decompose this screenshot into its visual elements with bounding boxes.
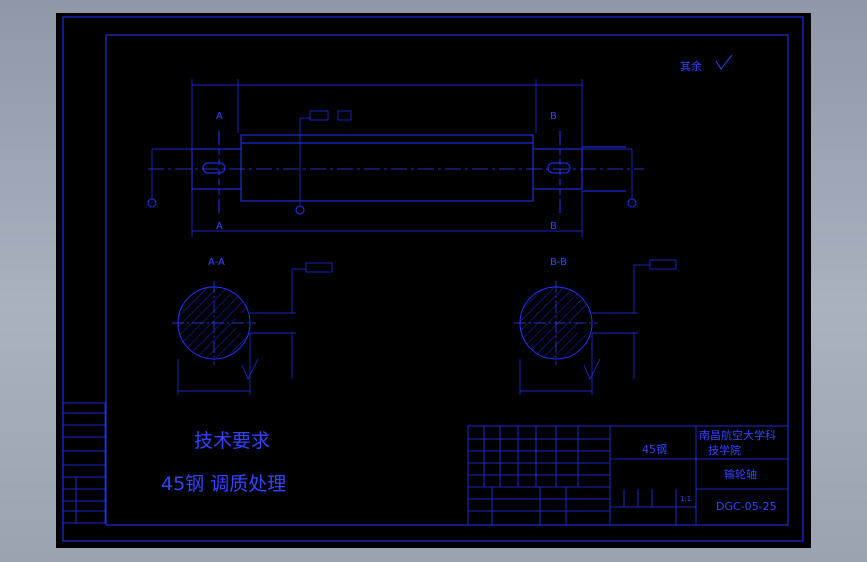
section-title-a: A-A: [208, 257, 225, 268]
section-label-a-bottom: A: [216, 221, 223, 232]
section-a-a: [172, 262, 333, 395]
datum-circles: [147, 198, 637, 215]
outer-frame: [62, 16, 804, 542]
roughness-symbol: [715, 54, 733, 70]
right-keyway: [547, 162, 571, 174]
shaft-drawing: A A B B 其余 A-A: [62, 16, 804, 542]
section-cut-lines: [218, 131, 561, 213]
shaft-main-view: [191, 134, 626, 202]
scale-value: 1:1: [680, 495, 691, 503]
material-label: 45钢: [642, 443, 667, 456]
drawing-sheet: A A B B 其余 A-A: [56, 13, 811, 548]
section-label-a-top: A: [216, 111, 223, 122]
drawing-number: DGC-05-25: [716, 500, 777, 513]
title-block: [467, 425, 789, 526]
left-keyway: [202, 162, 226, 174]
shaft-body: [240, 134, 534, 202]
school-name-line2: 技学院: [708, 443, 741, 457]
roughness-note: 其余: [680, 59, 702, 73]
tech-requirements-line: 45钢 调质处理: [161, 473, 286, 495]
dimension-lines: [151, 79, 633, 237]
part-name: 输轮轴: [724, 467, 757, 481]
tech-requirements-heading: 技术要求: [194, 430, 270, 452]
section-title-b: B-B: [550, 257, 567, 268]
left-margin-table: [62, 402, 106, 524]
school-name-line1: 南昌航空大学科: [699, 428, 776, 442]
section-label-b-top: B: [550, 111, 557, 122]
inner-frame: [105, 34, 789, 526]
section-label-b-bottom: B: [550, 221, 557, 232]
section-b-b: [514, 259, 677, 395]
